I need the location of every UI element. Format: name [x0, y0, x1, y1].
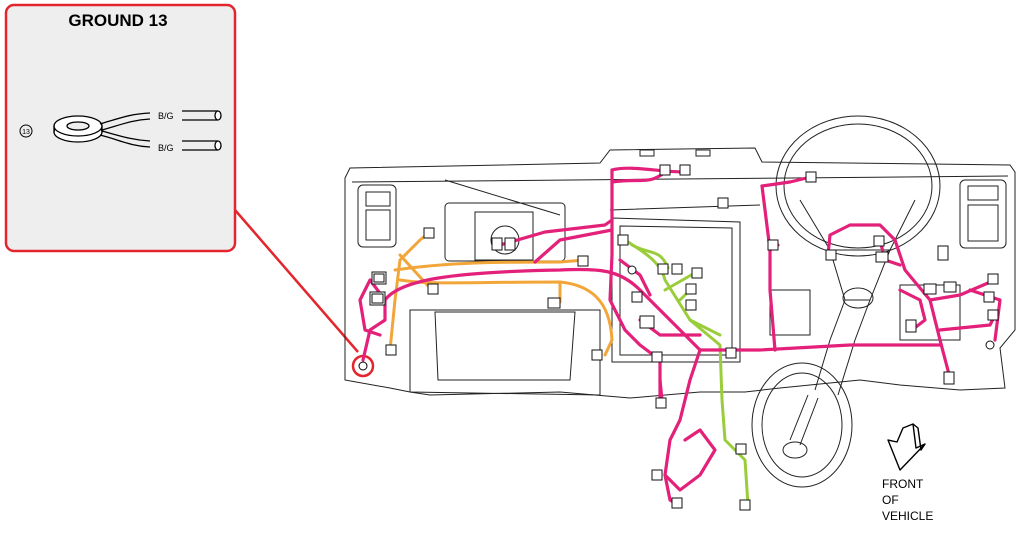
connector: [923, 283, 937, 295]
connector: [491, 237, 503, 251]
connector: [943, 281, 957, 293]
connector: [725, 347, 737, 359]
inset-title: GROUND 13: [68, 11, 167, 30]
connector: [983, 291, 995, 303]
connector: [631, 291, 643, 303]
front-label-line3: VEHICLE: [882, 509, 933, 523]
connector: [591, 349, 603, 361]
connector: [825, 249, 837, 261]
connector: [385, 344, 397, 356]
connector: [655, 397, 667, 409]
main-harness: [358, 166, 1002, 507]
ring-terminal-icon: [53, 112, 151, 148]
connector: [423, 227, 435, 239]
connector: [617, 234, 629, 246]
connector: [735, 443, 747, 455]
connector: [627, 265, 637, 275]
connector: [905, 319, 917, 333]
connector: [679, 164, 691, 176]
connector: [504, 237, 516, 251]
connector: [685, 283, 697, 295]
connector: [987, 309, 999, 321]
wire-label-2: B/G: [158, 143, 174, 153]
front-of-vehicle-indicator: FRONT OF VEHICLE: [882, 423, 933, 523]
connector: [671, 497, 683, 509]
connector: [937, 245, 949, 261]
connector: [639, 315, 655, 329]
connector: [739, 499, 751, 511]
connector: [875, 251, 889, 263]
connector: [369, 291, 386, 306]
connector: [371, 271, 387, 285]
connector: [767, 239, 779, 251]
ground-bolt-icon: [358, 361, 368, 371]
connector: [943, 371, 955, 385]
wire-label-1: B/G: [158, 111, 174, 121]
inset-frame: [4, 3, 237, 253]
connectors: [369, 164, 999, 511]
connector: [805, 171, 817, 183]
ground-number: 13: [22, 129, 30, 136]
ground-number-circle: [19, 124, 33, 138]
dashboard-outline: [344, 115, 1016, 488]
connector: [987, 273, 999, 285]
connector: [427, 283, 439, 295]
connector: [547, 297, 561, 309]
connector: [691, 267, 703, 279]
callout-leader: [234, 209, 359, 353]
connector: [651, 351, 663, 363]
connector: [985, 340, 995, 350]
connector: [685, 299, 697, 311]
connector: [577, 255, 589, 267]
connector: [671, 263, 683, 275]
connector: [657, 263, 669, 275]
wire-tubes: [182, 110, 222, 151]
down-left-arrow-icon: [887, 423, 926, 471]
front-label-line1: FRONT: [882, 477, 924, 491]
connector: [651, 469, 663, 481]
connector: [659, 164, 671, 176]
front-label-line2: OF: [882, 493, 899, 507]
connector: [717, 197, 729, 209]
ground-inset: GROUND 13 13 B/G B/G: [4, 3, 237, 253]
connector: [873, 235, 885, 247]
